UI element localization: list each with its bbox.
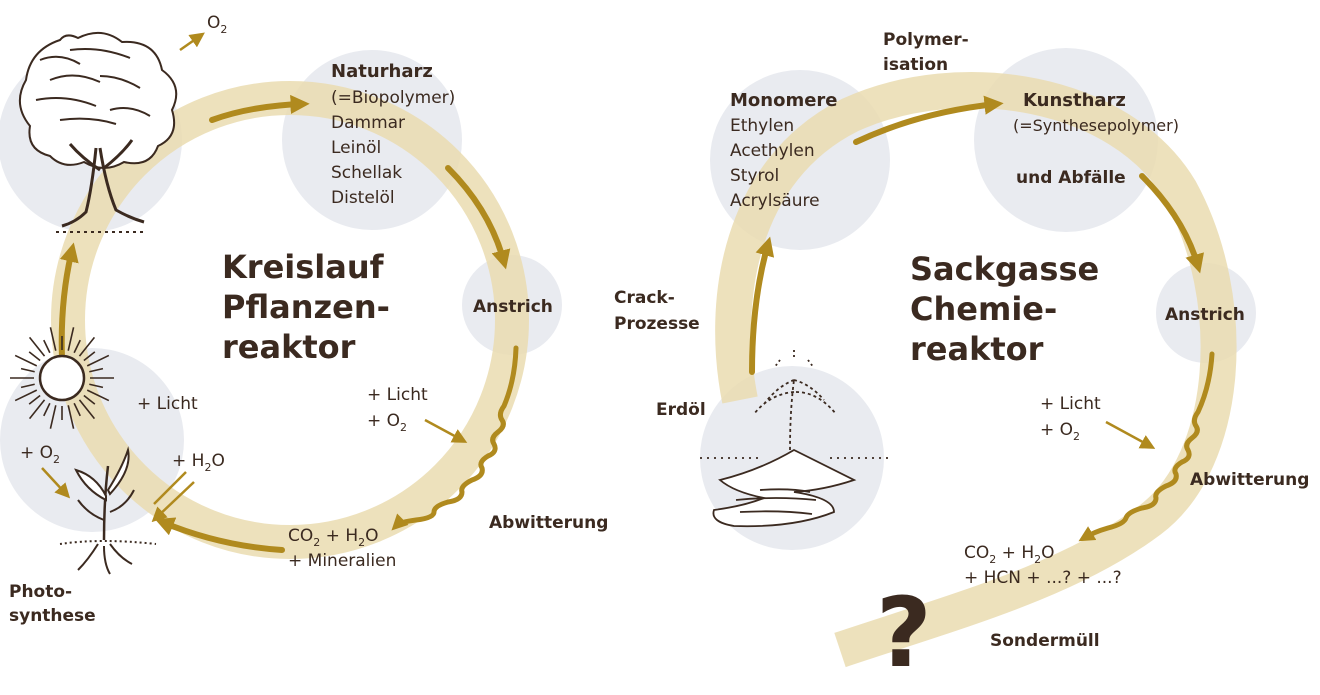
o2-release-arrow	[179, 32, 205, 52]
sun-icon	[10, 327, 114, 429]
mineralien-label: + Mineralien	[288, 551, 396, 571]
sun-ray	[73, 339, 81, 354]
monomere-line-3: Acrylsäure	[730, 191, 820, 211]
oil-well-icon	[700, 350, 890, 528]
arrow-to-anstrich-left	[445, 165, 511, 270]
sun-ray	[43, 339, 51, 354]
monomere-line-2: Styrol	[730, 166, 779, 186]
sun-ray	[20, 383, 35, 389]
sun-ray	[49, 405, 57, 429]
licht-o2-arrow-left	[424, 418, 468, 443]
sun-ray	[14, 354, 38, 367]
naturharz-line-3: Schellak	[331, 163, 402, 183]
left-title-line-2: reaktor	[222, 328, 356, 366]
arrow-to-kunstharz	[853, 95, 1004, 145]
plus-o2-label: + O2	[20, 443, 60, 466]
naturharz-line-2: Leinöl	[331, 138, 381, 158]
o2-into-plant-arrow	[41, 467, 71, 499]
sun-ray	[83, 351, 96, 362]
sun-ray	[86, 354, 110, 367]
anstrich-label-left: Anstrich	[473, 297, 553, 317]
cycle-band-left	[51, 81, 529, 559]
h2o-arrow-a	[153, 471, 187, 505]
crack-line-0: Crack-	[614, 288, 675, 308]
sun-ray	[49, 327, 57, 351]
sun-ray	[78, 336, 96, 357]
plant-icon	[59, 446, 157, 575]
weathering-wave-right	[1078, 351, 1215, 542]
left-title-line-1: Pflanzen-	[222, 288, 390, 326]
right-title-line-2: reaktor	[910, 330, 1044, 368]
sun-ray	[67, 327, 75, 351]
kunstharz-sub: (=Synthesepolymer)	[1013, 116, 1179, 135]
sun-ray	[89, 367, 104, 373]
arrow-to-plant	[154, 517, 285, 553]
licht-label-left: + Licht	[367, 385, 428, 405]
sun-ray	[89, 383, 104, 389]
o2-label-right: + O2	[1040, 420, 1080, 443]
left-cycle: Naturharz (=Biopolymer) Dammar Leinöl Sc…	[0, 13, 608, 626]
abwitterung-label-right: Abwitterung	[1190, 470, 1309, 490]
monomere-line-1: Acethylen	[730, 141, 815, 161]
sun-ray	[43, 402, 51, 417]
polymerisation-line-1: isation	[883, 55, 948, 75]
tree-icon	[19, 31, 178, 233]
sun-ray	[78, 399, 96, 420]
abwitterung-label-left: Abwitterung	[489, 513, 608, 533]
licht-o2-arrow-right	[1105, 420, 1156, 449]
question-mark: ?	[876, 577, 932, 689]
sun-ray	[20, 367, 35, 373]
kunstharz-heading: Kunstharz	[1023, 90, 1126, 111]
sun-ray	[14, 389, 38, 402]
products-line-left: CO2 + H2O	[288, 526, 379, 549]
crack-line-1: Prozesse	[614, 314, 700, 334]
arrow-to-monomere	[749, 236, 775, 375]
h2o-arrow-b	[151, 481, 195, 523]
anstrich-label-right: Anstrich	[1165, 305, 1245, 325]
photosynthese-line-1: synthese	[9, 606, 96, 626]
sun-ray	[83, 394, 96, 405]
sun-ray	[28, 399, 46, 420]
weathering-wave-left	[391, 345, 519, 531]
polymerisation-line-0: Polymer-	[883, 30, 969, 50]
sun-ray	[28, 336, 46, 357]
arrow-to-anstrich-right	[1139, 173, 1204, 274]
sondermull-label: Sondermüll	[990, 631, 1100, 651]
sun-ray	[28, 394, 41, 405]
photosynthese-line-0: Photo-	[9, 582, 72, 602]
naturharz-heading: Naturharz	[331, 61, 433, 82]
right-title-line-1: Chemie-	[910, 290, 1057, 328]
right-dead-end: Polymer- isation Monomere Ethylen Acethy…	[614, 30, 1309, 689]
sun-ray	[73, 402, 81, 417]
sun-licht-label: + Licht	[137, 394, 198, 414]
sun-ray	[28, 351, 41, 362]
sun-ray	[86, 389, 110, 402]
o2-label-left: + O2	[367, 411, 407, 434]
naturharz-line-4: Distelöl	[331, 188, 395, 208]
dead-end-band	[715, 72, 1237, 668]
o2-release-label: O2	[207, 13, 227, 36]
sun-ray	[67, 405, 75, 429]
erdol-label: Erdöl	[656, 400, 706, 420]
naturharz-line-0: (=Biopolymer)	[331, 88, 455, 108]
arrow-to-naturharz	[209, 94, 310, 123]
hcn-line: + HCN + ...? + ...?	[964, 568, 1122, 588]
naturharz-line-1: Dammar	[331, 113, 405, 133]
plus-h2o-label: + H2O	[172, 451, 225, 474]
abfalle-label: und Abfälle	[1016, 168, 1126, 188]
right-title-line-0: Sackgasse	[910, 250, 1099, 288]
monomere-line-0: Ethylen	[730, 116, 794, 136]
products-line-right: CO2 + H2O	[964, 543, 1055, 566]
left-title-line-0: Kreislauf	[222, 248, 385, 286]
licht-label-right: + Licht	[1040, 394, 1101, 414]
monomere-heading: Monomere	[730, 90, 838, 111]
